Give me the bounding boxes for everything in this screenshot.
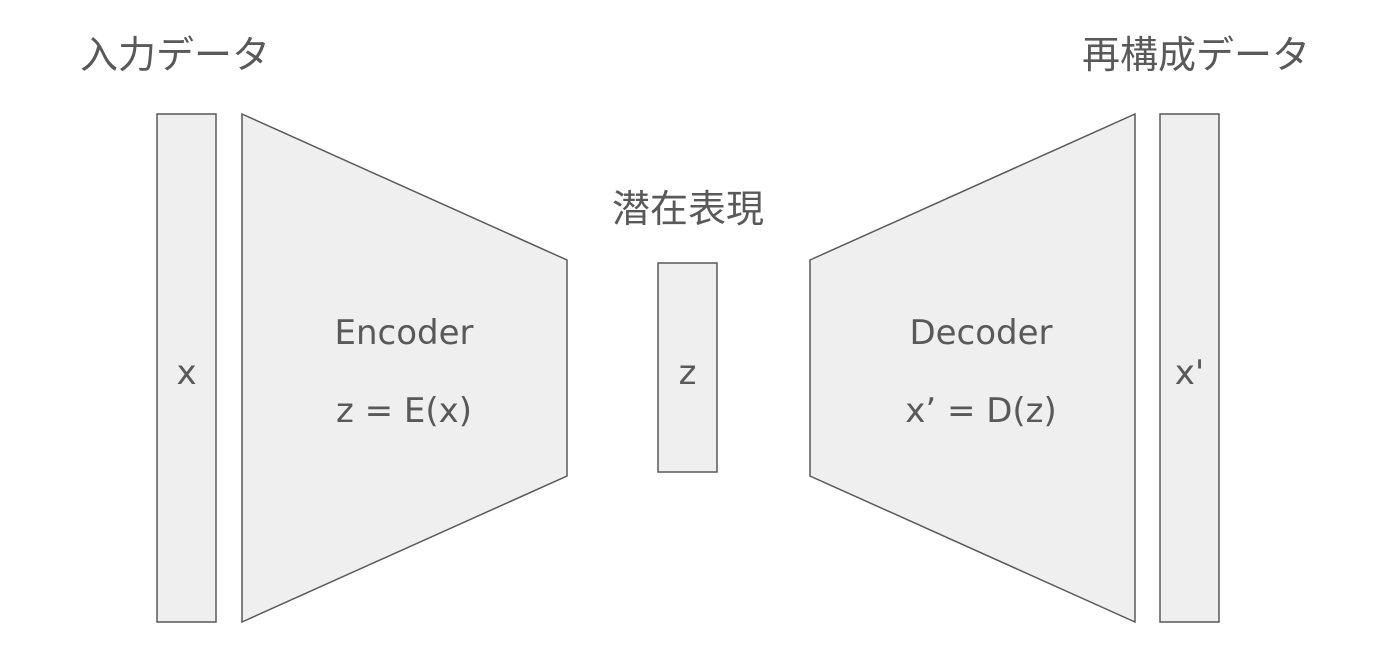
input-data-title: 入力データ [80, 33, 270, 77]
encoder-formula: z = E(x) [336, 391, 472, 431]
encoder-trapezoid [241, 112, 568, 624]
decoder-formula: x’ = D(z) [905, 391, 1057, 431]
latent-representation-title: 潜在表現 [612, 187, 764, 231]
input-vector-label: x [176, 353, 196, 393]
output-vector-block [1159, 113, 1220, 623]
reconstructed-data-title: 再構成データ [1082, 33, 1310, 77]
output-vector-label: x' [1175, 353, 1204, 393]
encoder-name: Encoder [334, 313, 473, 353]
latent-vector-label: z [679, 353, 697, 393]
input-vector-block [156, 113, 217, 623]
decoder-trapezoid [809, 112, 1136, 624]
decoder-name: Decoder [909, 313, 1052, 353]
latent-vector-block [657, 262, 718, 473]
